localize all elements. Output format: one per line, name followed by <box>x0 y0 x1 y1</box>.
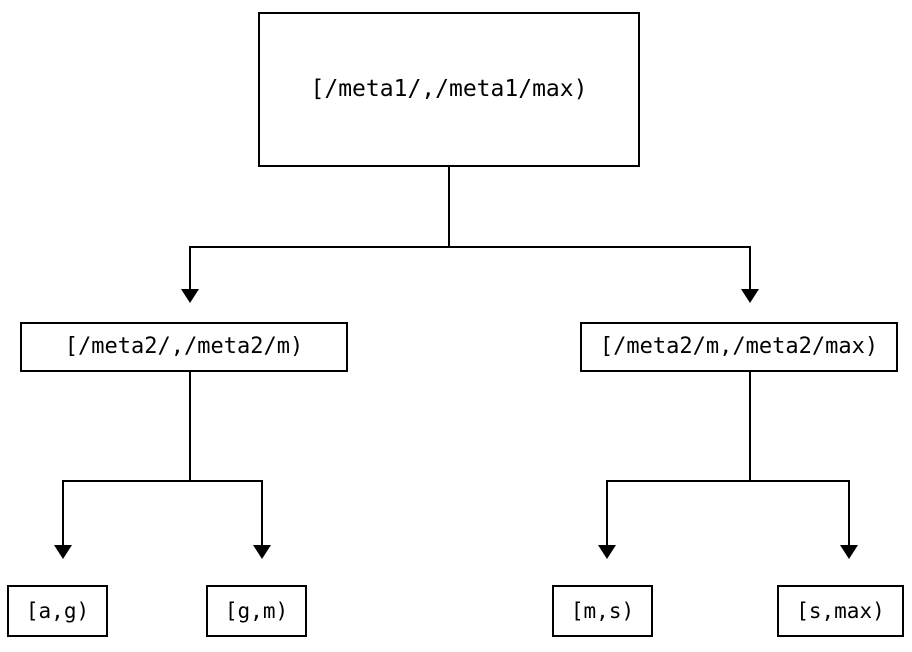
arrowhead-mid-left-to-leaf-2 <box>253 545 271 559</box>
node-leaf-1[interactable]: [a,g) <box>7 585 108 637</box>
edge-root-to-mid-right <box>749 246 751 290</box>
arrowhead-mid-right-to-leaf-3 <box>598 545 616 559</box>
node-root[interactable]: [/meta1/,/meta1/max) <box>258 12 640 167</box>
node-mid-right[interactable]: [/meta2/m,/meta2/max) <box>580 322 898 372</box>
node-leaf-2-label: [g,m) <box>224 598 289 623</box>
node-leaf-3[interactable]: [m,s) <box>552 585 653 637</box>
edge-mid-right-to-leaf-4 <box>848 480 850 546</box>
edge-root-to-mid-left <box>189 246 191 290</box>
edge-mid-left-bar <box>62 480 262 482</box>
edge-root-stem <box>448 167 450 247</box>
node-leaf-4-label: [s,max) <box>796 598 885 623</box>
edge-mid-right-to-leaf-3 <box>606 480 608 546</box>
edge-mid-left-to-leaf-1 <box>62 480 64 546</box>
edge-root-bar <box>190 246 750 248</box>
node-mid-right-label: [/meta2/m,/meta2/max) <box>599 334 879 359</box>
edge-mid-left-to-leaf-2 <box>261 480 263 546</box>
arrowhead-root-to-mid-right <box>741 289 759 303</box>
arrowhead-root-to-mid-left <box>181 289 199 303</box>
edge-mid-right-stem <box>749 372 751 481</box>
node-mid-left[interactable]: [/meta2/,/meta2/m) <box>20 322 348 372</box>
node-leaf-4[interactable]: [s,max) <box>777 585 904 637</box>
edge-mid-left-stem <box>189 372 191 481</box>
node-leaf-1-label: [a,g) <box>25 598 90 623</box>
node-leaf-2[interactable]: [g,m) <box>206 585 307 637</box>
arrowhead-mid-left-to-leaf-1 <box>54 545 72 559</box>
node-mid-left-label: [/meta2/,/meta2/m) <box>64 334 304 359</box>
edge-mid-right-bar <box>606 480 850 482</box>
node-root-label: [/meta1/,/meta1/max) <box>310 76 588 102</box>
arrowhead-mid-right-to-leaf-4 <box>840 545 858 559</box>
node-leaf-3-label: [m,s) <box>570 598 635 623</box>
